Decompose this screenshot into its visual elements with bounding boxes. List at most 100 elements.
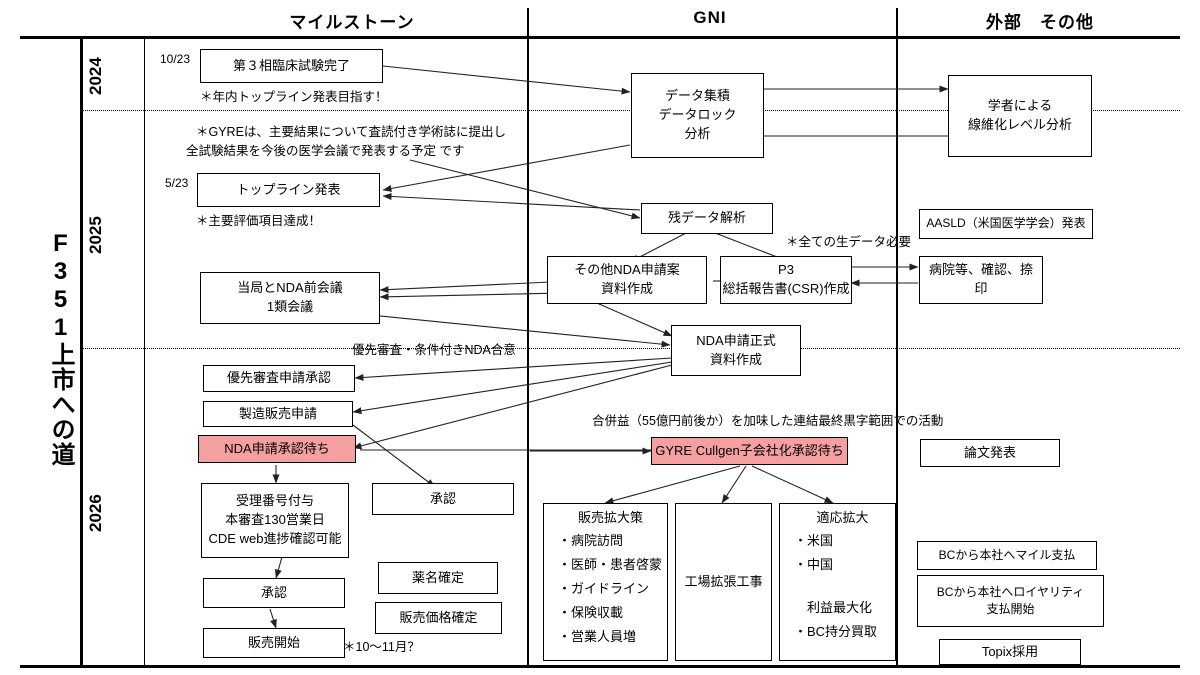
box-data-accumulation[interactable]: データ集積 データロック 分析 <box>631 73 764 158</box>
box-line: 薬名確定 <box>411 569 464 585</box>
note-month-estimate: ＊10〜11月？ <box>343 640 420 654</box>
date-tag-5-23: 5/23 <box>165 176 189 190</box>
box-priority-review-approval[interactable]: 優先審査申請承認 <box>203 365 355 392</box>
box-line: AASLD（米国医学学会）発表 <box>926 216 1086 231</box>
box-line: ・ガイドライン <box>558 581 650 597</box>
box-line: 当局とNDA前会議 <box>237 280 343 296</box>
box-line: 分析 <box>684 125 711 141</box>
box-line: NDA申請承認待ち <box>224 440 330 456</box>
box-paper-publication[interactable]: 論文発表 <box>920 439 1060 467</box>
box-line: 支払開始 <box>986 602 1035 616</box>
year-column-rule <box>144 36 145 668</box>
box-hospital-confirm-seal[interactable]: 病院等、確認、捺 印 <box>919 256 1043 304</box>
box-line: その他NDA申請案 <box>574 262 680 278</box>
box-line: ・医師・患者啓蒙 <box>558 557 663 573</box>
box-line: データ集積 <box>664 88 730 104</box>
box-line: ・米国 <box>794 533 834 549</box>
date-tag-10-23: 10/23 <box>160 52 191 66</box>
box-line: 優先審査申請承認 <box>226 370 331 386</box>
box-acceptance-number[interactable]: 受理番号付与 本審査130営業日 CDE web進捗確認可能 <box>201 483 349 558</box>
year-divider-2024-2025 <box>80 110 1180 111</box>
box-line: 線維化レベル分析 <box>967 117 1072 132</box>
column-divider-milestone-gni <box>527 8 529 668</box>
box-heading: 適応拡大 <box>816 509 869 525</box>
box-line: 第３相臨床試験完了 <box>232 57 350 73</box>
box-line: 承認 <box>260 584 287 600</box>
box-line: Topix採用 <box>981 643 1039 659</box>
box-line: 本審査130営業日 <box>225 512 325 528</box>
year-label-2024: 2024 <box>86 57 105 95</box>
box-line: 承認 <box>429 490 456 506</box>
note-gyre-line2: 全試験結果を今後の医学会議で発表する予定 です <box>186 144 465 158</box>
box-gyre-cullgen-subsidiary[interactable]: GYRE Cullgen子会社化承認待ち <box>651 437 848 465</box>
box-line: 病院等、確認、捺 <box>928 262 1033 278</box>
box-line: 販売開始 <box>247 634 300 650</box>
box-line: 印 <box>974 281 988 296</box>
box-approval-left[interactable]: 承認 <box>203 578 345 608</box>
box-other-nda-docs[interactable]: その他NDA申請案 資料作成 <box>547 256 707 304</box>
box-line: 残データ解析 <box>667 210 746 226</box>
box-bc-royalty-payment[interactable]: BCから本社へロイヤリティ 支払開始 <box>917 575 1104 627</box>
box-aasld-presentation[interactable]: AASLD（米国医学学会）発表 <box>919 209 1093 239</box>
box-line: ・BC持分買取 <box>794 623 878 639</box>
box-line: 学者による <box>987 98 1053 114</box>
bottom-rule <box>20 665 1180 668</box>
box-line: 資料作成 <box>709 351 762 367</box>
box-line: BCから本社へロイヤリティ <box>936 584 1085 599</box>
box-nda-approval-waiting[interactable]: NDA申請承認待ち <box>198 435 356 463</box>
box-line: 総括報告書(CSR)作成 <box>722 281 850 296</box>
box-sales-price-fixed[interactable]: 販売価格確定 <box>375 602 502 634</box>
box-topix-adoption[interactable]: Topix採用 <box>939 639 1081 665</box>
column-divider-gni-external <box>896 8 898 668</box>
year-label-2026: 2026 <box>86 494 105 532</box>
note-priority-review: 優先審査・条件付きNDA合意 <box>352 343 516 357</box>
box-line: NDA申請正式 <box>696 332 776 348</box>
box-line: 製造販売申請 <box>238 405 317 421</box>
box-nda-formal-docs[interactable]: NDA申請正式 資料作成 <box>671 325 801 376</box>
box-fibrosis-analysis[interactable]: 学者による 線維化レベル分析 <box>948 75 1092 157</box>
box-line: 受理番号付与 <box>235 493 314 509</box>
box-drug-name-fixed[interactable]: 薬名確定 <box>378 562 498 594</box>
box-line: ・保険収載 <box>558 604 624 620</box>
box-sales-start[interactable]: 販売開始 <box>203 628 345 658</box>
box-line: ・営業人員増 <box>558 628 637 644</box>
left-vertical-rule <box>80 36 83 668</box>
box-p3-csr[interactable]: P3 総括報告書(CSR)作成 <box>720 256 852 304</box>
box-pre-nda-meeting[interactable]: 当局とNDA前会議 1類会議 <box>200 272 380 324</box>
box-line: 1類会議 <box>266 299 314 314</box>
year-label-2025: 2025 <box>86 216 105 254</box>
box-phase3-complete[interactable]: 第３相臨床試験完了 <box>200 49 383 83</box>
top-rule <box>20 36 1180 39</box>
note-raw-data-required: ＊全ての生データ必要 <box>786 235 912 249</box>
column-header-external: 外部 その他 <box>986 13 1094 32</box>
box-line: 資料作成 <box>600 281 653 296</box>
box-plant-expansion[interactable]: 工場拡張工事 <box>675 503 772 661</box>
box-line: データロック <box>658 107 737 123</box>
page-title: F351上市への道 <box>47 230 74 467</box>
note-merger-profit: 合併益（55億円前後か）を加味した連結最終黒字範囲での活動 <box>592 414 944 428</box>
box-line: 論文発表 <box>963 444 1016 460</box>
box-sales-expansion[interactable]: 販売拡大策 ・病院訪問 ・医師・患者啓蒙 ・ガイドライン ・保険収載 ・営業人員… <box>543 503 668 661</box>
box-line: BCから本社へマイル支払 <box>938 547 1076 562</box>
box-residual-data-analysis[interactable]: 残データ解析 <box>641 203 773 234</box>
year-divider-2025-2026 <box>80 348 1180 349</box>
box-line: 利益最大化 <box>794 600 873 616</box>
box-line: P3 <box>778 262 794 278</box>
box-line: CDE web進捗確認可能 <box>208 530 342 546</box>
box-indication-expansion[interactable]: 適応拡大 ・米国 ・中国 利益最大化 ・BC持分買取 <box>779 503 896 661</box>
note-2024-topline: ＊年内トップライン発表目指す！ <box>200 90 388 104</box>
box-manufacturing-sales-application[interactable]: 製造販売申請 <box>203 401 353 427</box>
column-header-milestone: マイルストーン <box>289 13 415 32</box>
box-line: 販売価格確定 <box>399 609 478 625</box>
box-line: ・中国 <box>794 557 834 573</box>
box-topline-announcement[interactable]: トップライン発表 <box>197 173 380 207</box>
box-line: トップライン発表 <box>236 181 341 197</box>
box-approval-right[interactable]: 承認 <box>372 483 514 515</box>
box-bc-milestone-payment[interactable]: BCから本社へマイル支払 <box>917 541 1097 570</box>
note-primary-endpoint: ＊主要評価項目達成！ <box>196 214 322 228</box>
box-line: GYRE Cullgen子会社化承認待ち <box>655 442 844 458</box>
box-line: ・病院訪問 <box>558 533 624 549</box>
box-line: 工場拡張工事 <box>684 573 763 589</box>
note-gyre-line1: ＊GYREは、主要結果について査読付き学術誌に提出し <box>196 125 507 139</box>
